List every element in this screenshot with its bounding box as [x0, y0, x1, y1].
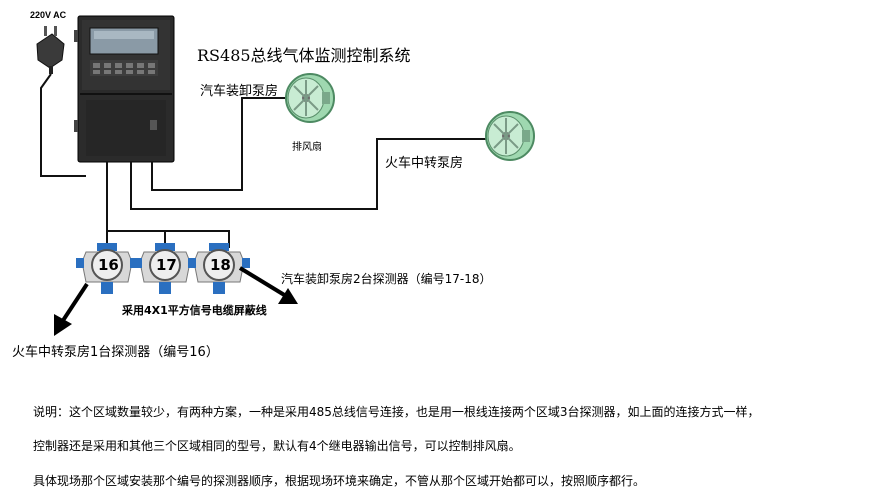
arrow-to-right-label — [238, 266, 298, 304]
bus-wire — [106, 162, 230, 248]
power-plug-icon — [36, 26, 65, 74]
wire-to-fan-b — [130, 138, 486, 210]
room-a-label: 汽车装卸泵房 — [200, 84, 279, 99]
detector-17-icon — [134, 243, 196, 294]
detector-number-16: 16 — [98, 256, 119, 274]
power-cable — [40, 73, 86, 177]
fan-label: 排风扇 — [292, 142, 322, 153]
controller-cabinet — [74, 15, 175, 163]
detector-group-left-label: 火车中转泵房1台探测器（编号16） — [12, 345, 219, 360]
wire-to-fan-a — [151, 97, 288, 191]
system-title: RS485总线气体监测控制系统 — [197, 46, 411, 65]
note-line-3: 具体现场那个区域安装那个编号的探测器顺序，根据现场环境来确定，不管从那个区域开始… — [33, 474, 646, 488]
note-line-2: 控制器还是采用和其他三个区域相同的型号，默认有4个继电器输出信号，可以控制排风扇… — [33, 439, 521, 453]
room-b-label: 火车中转泵房 — [385, 156, 464, 171]
cable-label: 采用4X1平方信号电缆屏蔽线 — [122, 304, 267, 317]
arrow-to-left-label — [54, 282, 89, 336]
detector-number-18: 18 — [210, 256, 231, 274]
note-line-1: 说明：这个区域数量较少，有两种方案，一种是采用485总线信号连接，也是用一根线连… — [33, 405, 760, 419]
detector-16-icon — [76, 243, 138, 294]
exhaust-fan-b-icon — [485, 111, 535, 161]
detector-18-icon — [188, 243, 250, 294]
exhaust-fan-a-icon — [285, 73, 335, 123]
power-label: 220V AC — [30, 10, 67, 20]
detector-number-17: 17 — [156, 256, 177, 274]
detector-group-right-label: 汽车装卸泵房2台探测器（编号17-18） — [281, 272, 492, 286]
